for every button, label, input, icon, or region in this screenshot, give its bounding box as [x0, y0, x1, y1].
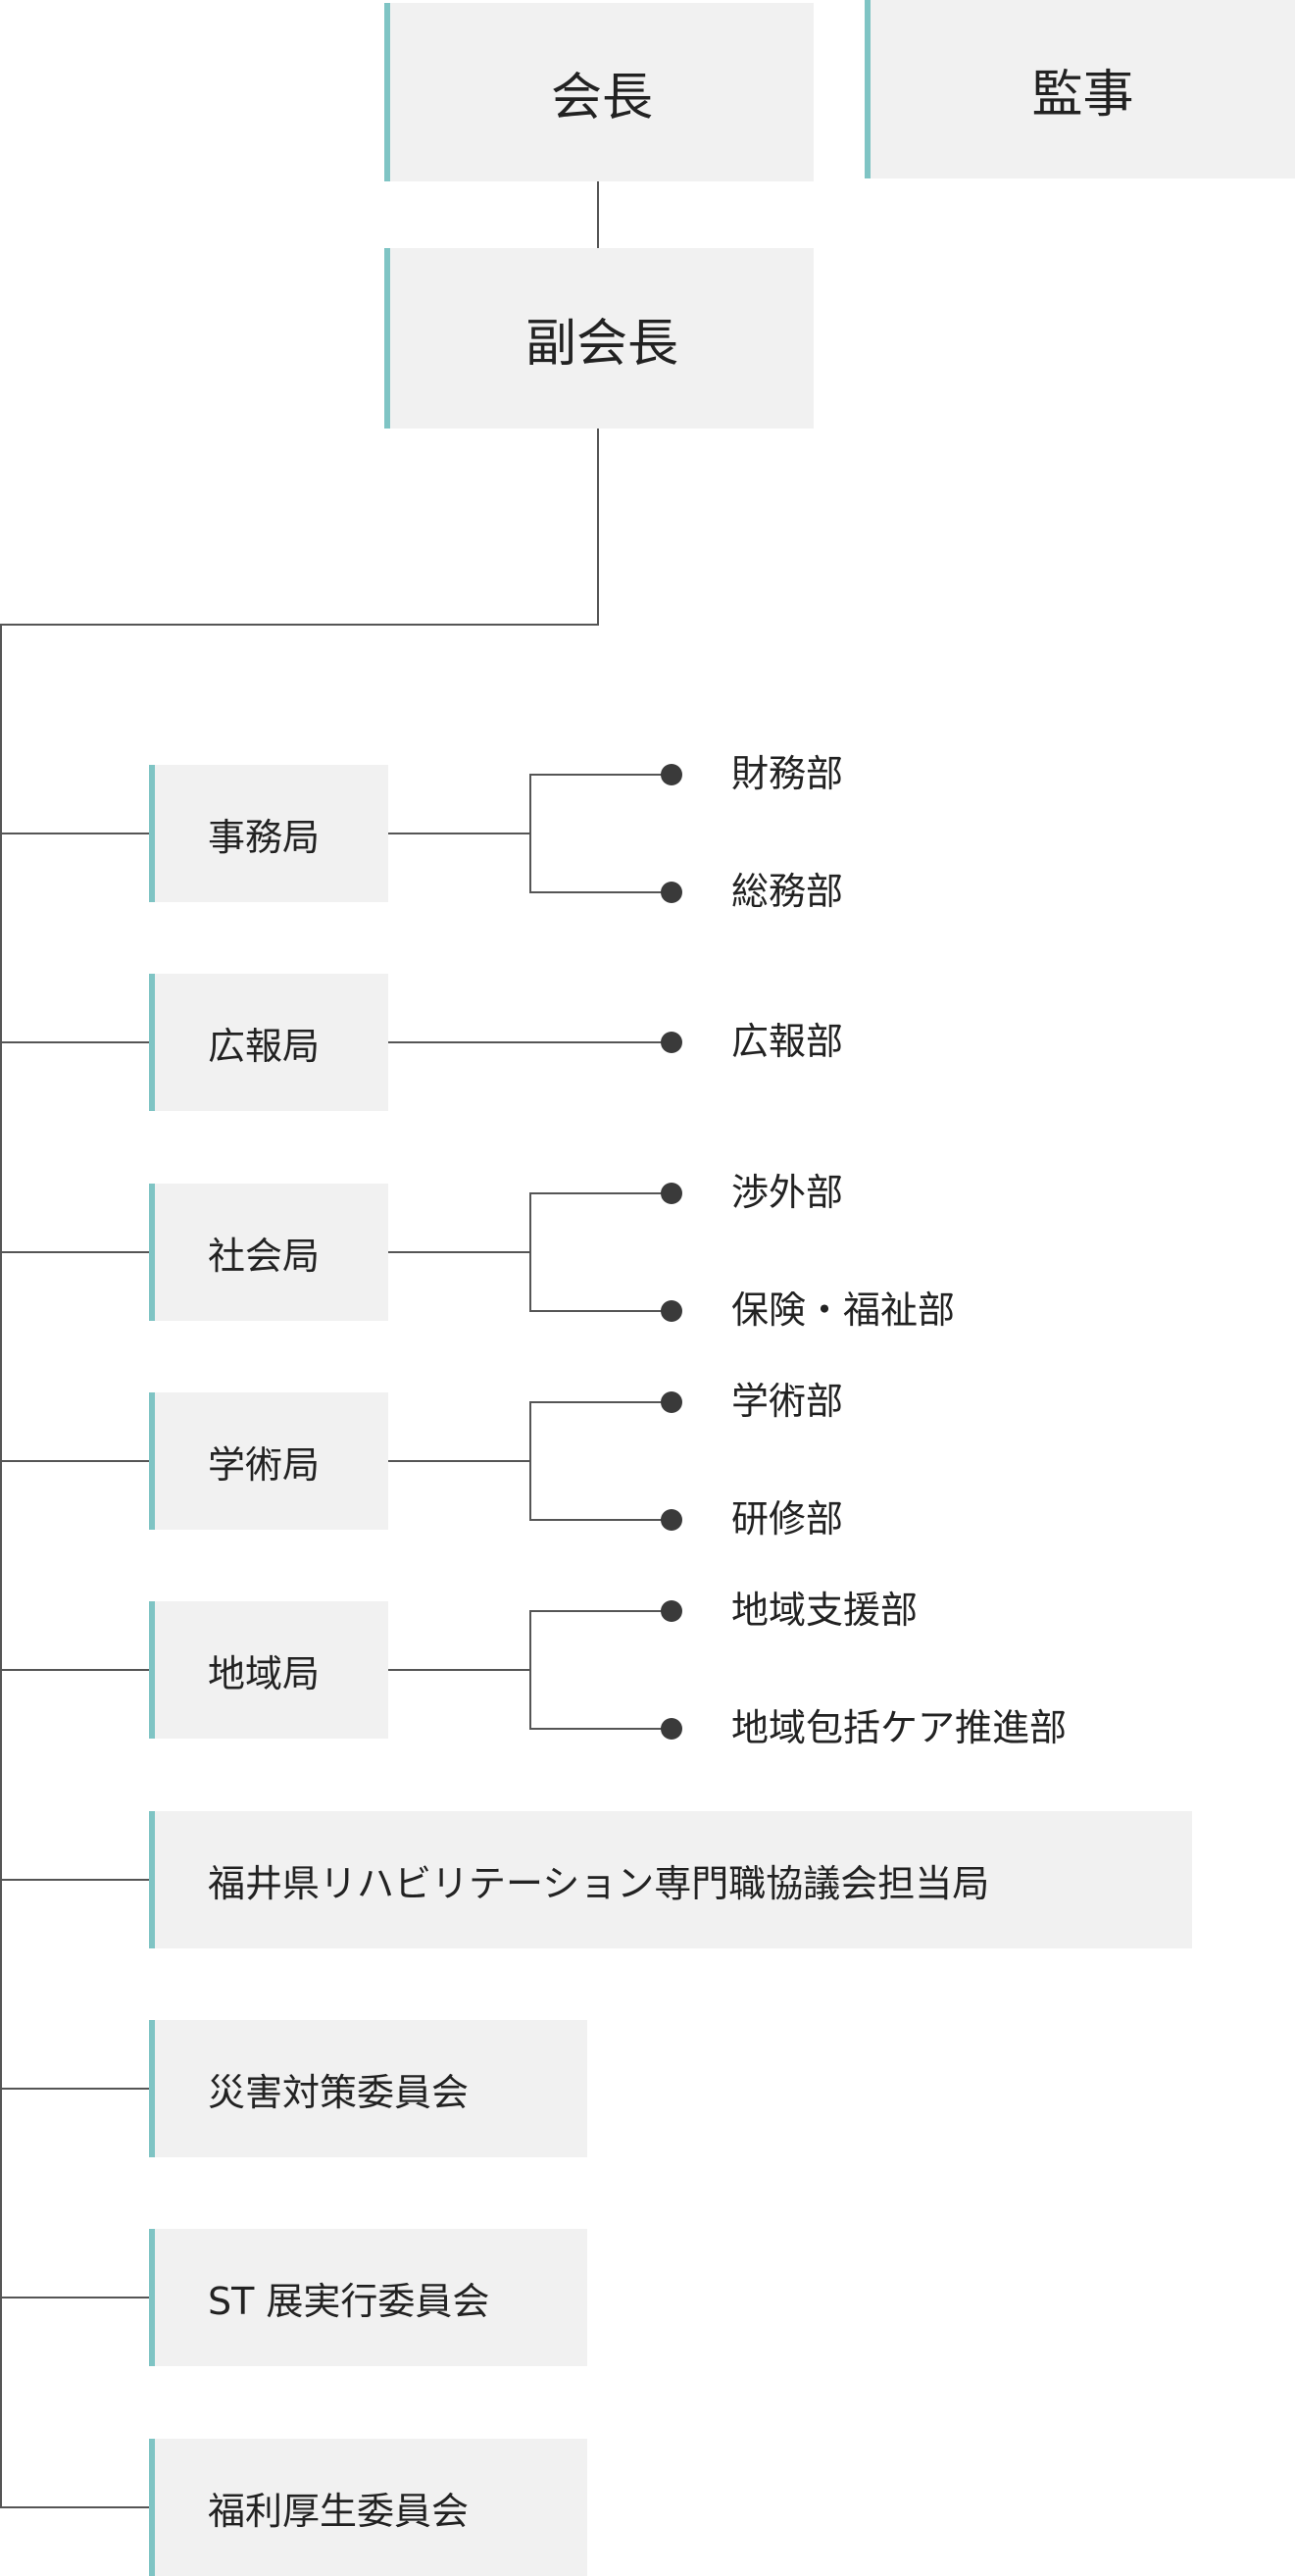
connector-sub	[529, 1401, 671, 1403]
connector-sub-vertical	[529, 1611, 531, 1729]
connector-vertical-trunk	[0, 624, 2, 2508]
connector-sub-vertical	[529, 1193, 531, 1311]
department-box: 社会局	[149, 1184, 388, 1321]
connector-department	[0, 1041, 149, 1043]
sub-department-label: 保険・福祉部	[731, 1288, 956, 1332]
connector-department	[0, 1251, 149, 1253]
connector-sub	[388, 1251, 530, 1253]
connector-president-vice	[597, 181, 599, 248]
connector-department	[0, 833, 149, 834]
bullet-dot	[661, 1032, 682, 1053]
department-box: 福井県リハビリテーション専門職協議会担当局	[149, 1811, 1192, 1948]
bullet-dot	[661, 882, 682, 903]
department-label: 福利厚生委員会	[208, 2489, 470, 2533]
department-box: 広報局	[149, 974, 388, 1111]
connector-sub	[388, 1669, 530, 1671]
connector-sub-vertical	[529, 775, 531, 892]
connector-sub	[529, 774, 671, 776]
sub-department-label: 研修部	[731, 1497, 844, 1541]
department-box: 福利厚生委員会	[149, 2439, 587, 2576]
sub-department-label: 地域支援部	[731, 1589, 919, 1632]
auditor-label: 監事	[1031, 65, 1134, 125]
department-label: 災害対策委員会	[208, 2070, 470, 2114]
vice-president-box: 副会長	[384, 248, 814, 429]
connector-horizontal-trunk	[0, 624, 599, 626]
connector-sub-vertical	[529, 1402, 531, 1520]
vice-president-label: 副会長	[524, 314, 678, 374]
sub-department-label: 学術部	[731, 1380, 844, 1423]
connector-sub	[388, 1460, 530, 1462]
sub-department-label: 地域包括ケア推進部	[731, 1706, 1068, 1749]
department-box: 災害対策委員会	[149, 2020, 587, 2157]
sub-department-label: 広報部	[731, 1020, 844, 1063]
connector-sub	[529, 1610, 671, 1612]
connector-department	[0, 1879, 149, 1881]
connector-department	[0, 1669, 149, 1671]
connector-vice-down	[597, 429, 599, 626]
auditor-box: 監事	[865, 0, 1295, 178]
bullet-dot	[661, 764, 682, 785]
bullet-dot	[661, 1509, 682, 1531]
bullet-dot	[661, 1600, 682, 1622]
connector-department	[0, 2297, 149, 2298]
department-label: 広報局	[208, 1024, 321, 1068]
connector-sub	[529, 1310, 671, 1312]
bullet-dot	[661, 1183, 682, 1204]
connector-department	[0, 1460, 149, 1462]
bullet-dot	[661, 1718, 682, 1740]
sub-department-label: 総務部	[731, 870, 844, 913]
bullet-dot	[661, 1391, 682, 1413]
department-box: 学術局	[149, 1392, 388, 1530]
department-box: 地域局	[149, 1601, 388, 1739]
connector-sub	[388, 1041, 671, 1043]
department-label: 事務局	[208, 815, 321, 859]
department-label: ST 展実行委員会	[208, 2279, 490, 2323]
department-label: 学術局	[208, 1442, 321, 1487]
connector-department	[0, 2088, 149, 2090]
connector-sub	[529, 1192, 671, 1194]
department-label: 社会局	[208, 1234, 321, 1278]
sub-department-label: 渉外部	[731, 1171, 844, 1214]
president-box: 会長	[384, 3, 814, 181]
department-label: 福井県リハビリテーション専門職協議会担当局	[208, 1861, 990, 1905]
connector-sub	[388, 833, 530, 834]
department-label: 地域局	[208, 1651, 321, 1695]
connector-sub	[529, 891, 671, 893]
department-box: ST 展実行委員会	[149, 2229, 587, 2366]
sub-department-label: 財務部	[731, 752, 844, 795]
bullet-dot	[661, 1300, 682, 1322]
connector-sub	[529, 1519, 671, 1521]
department-box: 事務局	[149, 765, 388, 902]
president-label: 会長	[550, 68, 653, 127]
connector-department	[0, 2506, 149, 2508]
connector-sub	[529, 1728, 671, 1730]
